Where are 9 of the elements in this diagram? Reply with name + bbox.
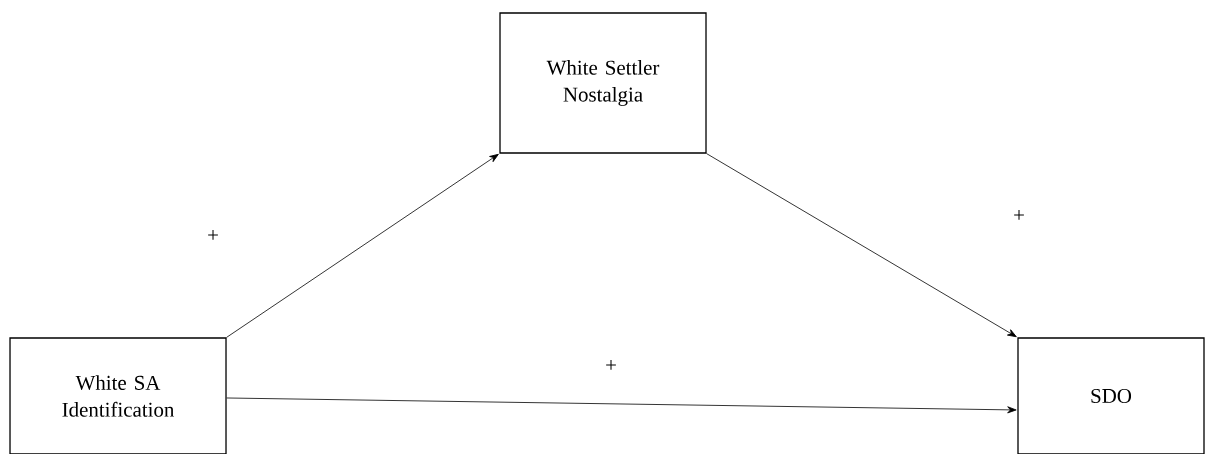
edge-label: + [208,230,218,240]
variable-box: White Settler Nostalgia [499,12,707,154]
arrow [706,153,1017,338]
arrow [226,397,1017,414]
edge-label: + [1014,210,1024,220]
variable-box: SDO [1017,337,1205,454]
variable-box: White SA Identification [9,337,227,454]
arrow [226,153,499,338]
edge-label: + [606,360,616,370]
